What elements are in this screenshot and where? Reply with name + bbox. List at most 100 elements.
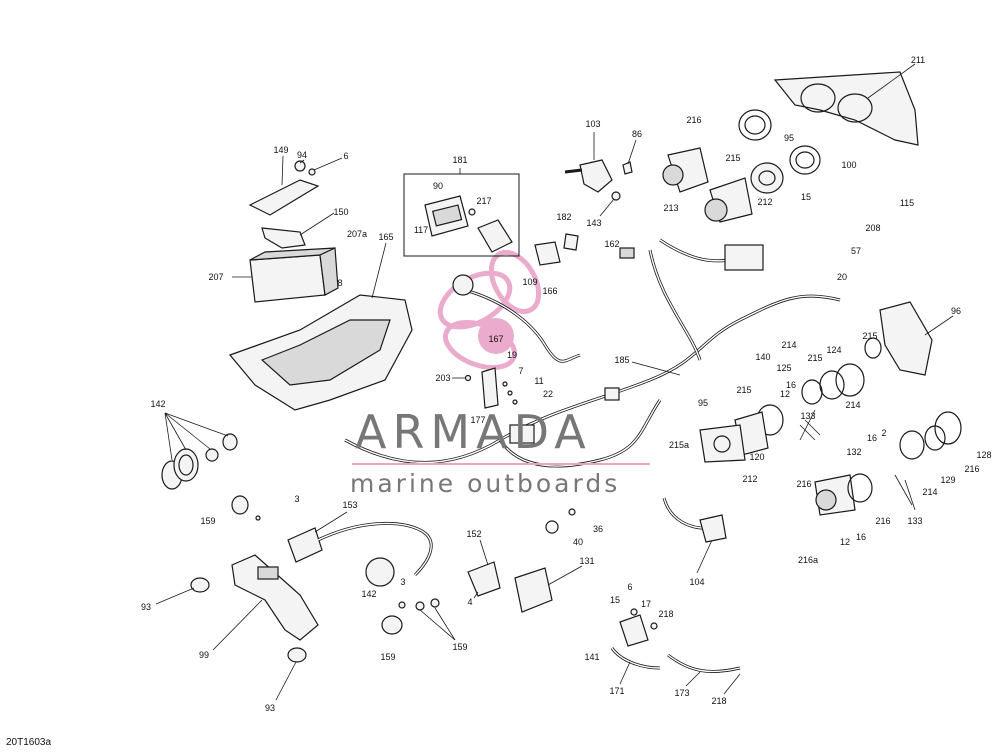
callout-c214b: 214 [845,400,860,410]
callout-c213: 213 [663,203,678,213]
callout-c6b: 6 [627,582,632,592]
callout-c96: 96 [951,306,961,316]
callout-c15b: 15 [610,595,620,605]
callout-c15a: 15 [801,192,811,202]
callout-c212a: 212 [757,197,772,207]
callout-c142b: 142 [361,589,376,599]
callout-c12b: 12 [840,537,850,547]
sensor-103-group [564,132,637,259]
speaker-142-group [161,412,261,521]
callout-c159b: 159 [452,642,467,652]
callout-c216c: 216 [796,479,811,489]
callout-c216b: 216 [964,464,979,474]
callout-c152: 152 [466,529,481,539]
light-153-assembly [287,511,433,587]
callout-c218b: 218 [711,696,726,706]
callout-c103: 103 [585,119,600,129]
bracket-96 [864,301,954,376]
callout-c19: 19 [507,350,517,360]
callout-c7: 7 [518,366,523,376]
callout-c6a: 6 [343,151,348,161]
watermark-tagline: marine outboards [350,469,620,498]
callout-c129: 129 [940,475,955,485]
callout-c132: 132 [846,447,861,457]
callout-c149: 149 [273,145,288,155]
callout-c95b: 95 [698,398,708,408]
callout-c214c: 214 [922,487,937,497]
callout-c207a: 207a [347,229,367,239]
battery-group [232,155,343,303]
callout-c128: 128 [976,450,991,460]
callout-c115: 115 [900,198,914,208]
callout-c217a: 217 [476,196,491,206]
callout-c207: 207 [208,272,223,282]
callout-c93a: 93 [141,602,151,612]
callout-c140: 140 [755,352,770,362]
harness-166 [452,233,581,363]
callout-c95a: 95 [784,133,794,143]
callout-c125: 125 [776,363,791,373]
callout-c167: 167 [488,334,503,344]
callout-c11: 11 [534,376,543,386]
callout-c141: 141 [584,652,599,662]
callout-c120: 120 [749,452,764,462]
drawing-code: 20T1603a [6,737,52,748]
callout-c166: 166 [542,286,557,296]
callout-c153: 153 [342,500,357,510]
bracket-177 [452,367,518,409]
callout-c99: 99 [199,650,209,660]
callout-c181: 181 [452,155,467,165]
callout-c185: 185 [614,355,629,365]
callout-c165: 165 [378,232,393,242]
sensor-104 [662,497,727,574]
callout-c215b: 215 [862,331,877,341]
callout-c215a: 215 [725,153,740,163]
callout-c3a: 3 [294,494,299,504]
callout-c208: 208 [865,223,880,233]
sensor-141-group [610,608,741,695]
callout-c216d: 216 [875,516,890,526]
callout-c214a: 214 [781,340,796,350]
callout-c211: 211 [911,55,925,65]
callout-c90: 90 [433,181,443,191]
module-131-group [467,508,583,613]
gauge-assembly-181 [403,168,520,257]
callout-c109: 109 [522,277,537,287]
callout-c159c: 159 [380,652,395,662]
callout-c16c: 16 [856,532,866,542]
callout-c216e: 216a [798,555,818,565]
headlight-rings-top [662,109,821,223]
callout-c133b: 133 [907,516,922,526]
callout-c40: 40 [573,537,583,547]
callout-c133a: 133 [800,411,815,421]
callout-c117: 117 [414,225,428,235]
main-wiring-harness-185 [344,238,841,468]
callout-c177: 177 [470,415,485,425]
callout-c20: 20 [837,272,847,282]
callout-c162: 162 [604,239,619,249]
callout-c159a: 159 [200,516,215,526]
callout-c2: 2 [881,428,886,438]
callout-c203: 203 [435,373,450,383]
callout-c131: 131 [579,556,594,566]
callout-c104: 104 [689,577,704,587]
headlight-cover-211 [773,63,919,146]
callout-c142a: 142 [150,399,165,409]
callout-c8: 8 [337,278,342,288]
callout-c36: 36 [593,524,603,534]
callout-c215d: 215 [736,385,751,395]
callout-c212b: 212 [742,474,757,484]
watermark-logo [437,250,542,370]
license-bracket-99 [155,554,319,701]
callout-c215c: 215 [807,353,822,363]
callout-c17: 17 [641,599,651,609]
callout-c3b: 3 [400,577,405,587]
headlight-rings-right [699,363,962,516]
callout-c16b: 16 [867,433,877,443]
callout-c86: 86 [632,129,642,139]
callout-c12a: 12 [780,389,790,399]
callout-c150: 150 [333,207,348,217]
